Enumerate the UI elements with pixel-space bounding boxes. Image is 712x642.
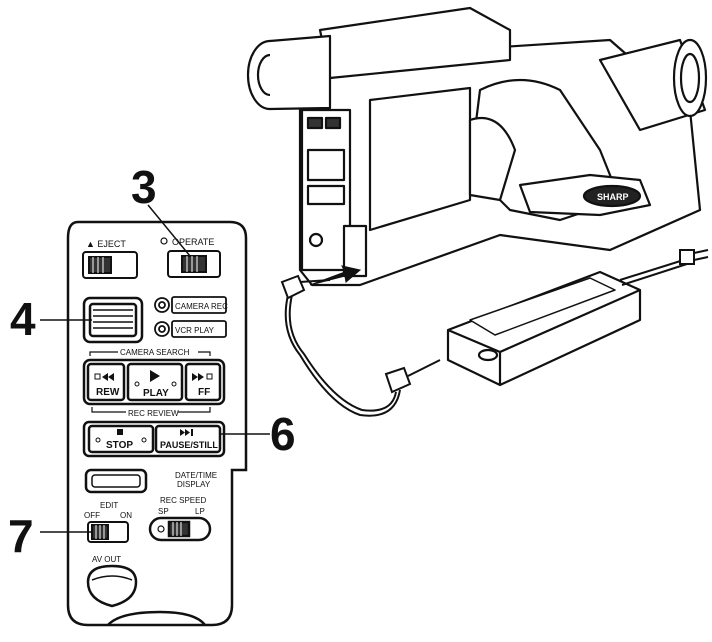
operate-label: OPERATE bbox=[172, 237, 214, 247]
av-out-jack[interactable] bbox=[86, 564, 138, 608]
rec-speed-label: REC SPEED bbox=[160, 496, 206, 505]
rec-speed-sp-label: SP bbox=[158, 507, 169, 516]
play-button[interactable] bbox=[126, 362, 184, 402]
operate-indicator-icon bbox=[160, 237, 168, 245]
date-time-label-1: DATE/TIME bbox=[175, 471, 217, 480]
power-cord bbox=[619, 257, 691, 286]
lens-icon bbox=[598, 38, 708, 132]
ff-icon bbox=[192, 373, 213, 381]
rec-review-label-bg bbox=[126, 408, 178, 418]
record-button[interactable] bbox=[82, 296, 144, 344]
rec-speed-switch[interactable] bbox=[148, 516, 212, 542]
eject-switch[interactable] bbox=[82, 251, 138, 279]
play-icon bbox=[150, 370, 160, 382]
vcr-play-label: VCR PLAY bbox=[175, 326, 215, 335]
ff-button[interactable] bbox=[184, 362, 222, 402]
pause-still-label: PAUSE/STILL bbox=[160, 440, 218, 450]
stop-dot-right bbox=[141, 437, 147, 443]
camera-search-label: CAMERA SEARCH bbox=[120, 348, 190, 357]
viewfinder-icon bbox=[246, 34, 332, 111]
rec-speed-lp-label: LP bbox=[195, 507, 205, 516]
date-time-label-2: DISPLAY bbox=[177, 480, 211, 489]
brand-logo: SHARP bbox=[597, 192, 629, 202]
callout-3-leader bbox=[147, 204, 191, 257]
vcr-play-indicator bbox=[154, 320, 227, 338]
ff-label: FF bbox=[198, 387, 210, 398]
av-out-label: AV OUT bbox=[92, 555, 121, 564]
camera-rec-indicator bbox=[154, 296, 227, 314]
dc-cable bbox=[284, 294, 401, 417]
callout-6: 6 bbox=[270, 408, 296, 460]
play-dot-right bbox=[171, 381, 177, 387]
stop-dot-left bbox=[95, 437, 101, 443]
stop-label: STOP bbox=[106, 440, 133, 451]
stop-icon bbox=[117, 429, 123, 435]
stop-button[interactable] bbox=[87, 424, 155, 454]
rew-button[interactable] bbox=[86, 362, 126, 402]
camera-search-label-bg bbox=[118, 347, 198, 357]
insert-arrow-icon bbox=[309, 265, 362, 286]
edit-switch[interactable] bbox=[87, 521, 129, 543]
edit-label: EDIT bbox=[100, 501, 118, 510]
edit-on-label: ON bbox=[120, 511, 132, 520]
date-time-display-button[interactable] bbox=[84, 468, 148, 494]
play-label: PLAY bbox=[143, 388, 169, 399]
operate-switch[interactable] bbox=[167, 250, 221, 278]
rec-review-label: REC REVIEW bbox=[128, 409, 179, 418]
edit-off-label: OFF bbox=[84, 511, 100, 520]
camcorder-body bbox=[246, 6, 708, 287]
pause-icon bbox=[180, 429, 193, 436]
rew-label: REW bbox=[96, 387, 120, 398]
pause-still-button[interactable] bbox=[154, 424, 222, 454]
ac-adapter bbox=[446, 270, 642, 387]
rew-icon bbox=[94, 373, 114, 381]
play-dot-left bbox=[134, 381, 140, 387]
callout-7: 7 bbox=[8, 510, 34, 562]
power-plug-icon bbox=[679, 249, 709, 265]
callout-3: 3 bbox=[131, 161, 157, 213]
eject-label: ▲ EJECT bbox=[86, 239, 126, 249]
camera-rec-label: CAMERA REC bbox=[175, 302, 228, 311]
callout-4: 4 bbox=[10, 293, 36, 345]
dc-connector-adapter-icon bbox=[384, 359, 441, 394]
